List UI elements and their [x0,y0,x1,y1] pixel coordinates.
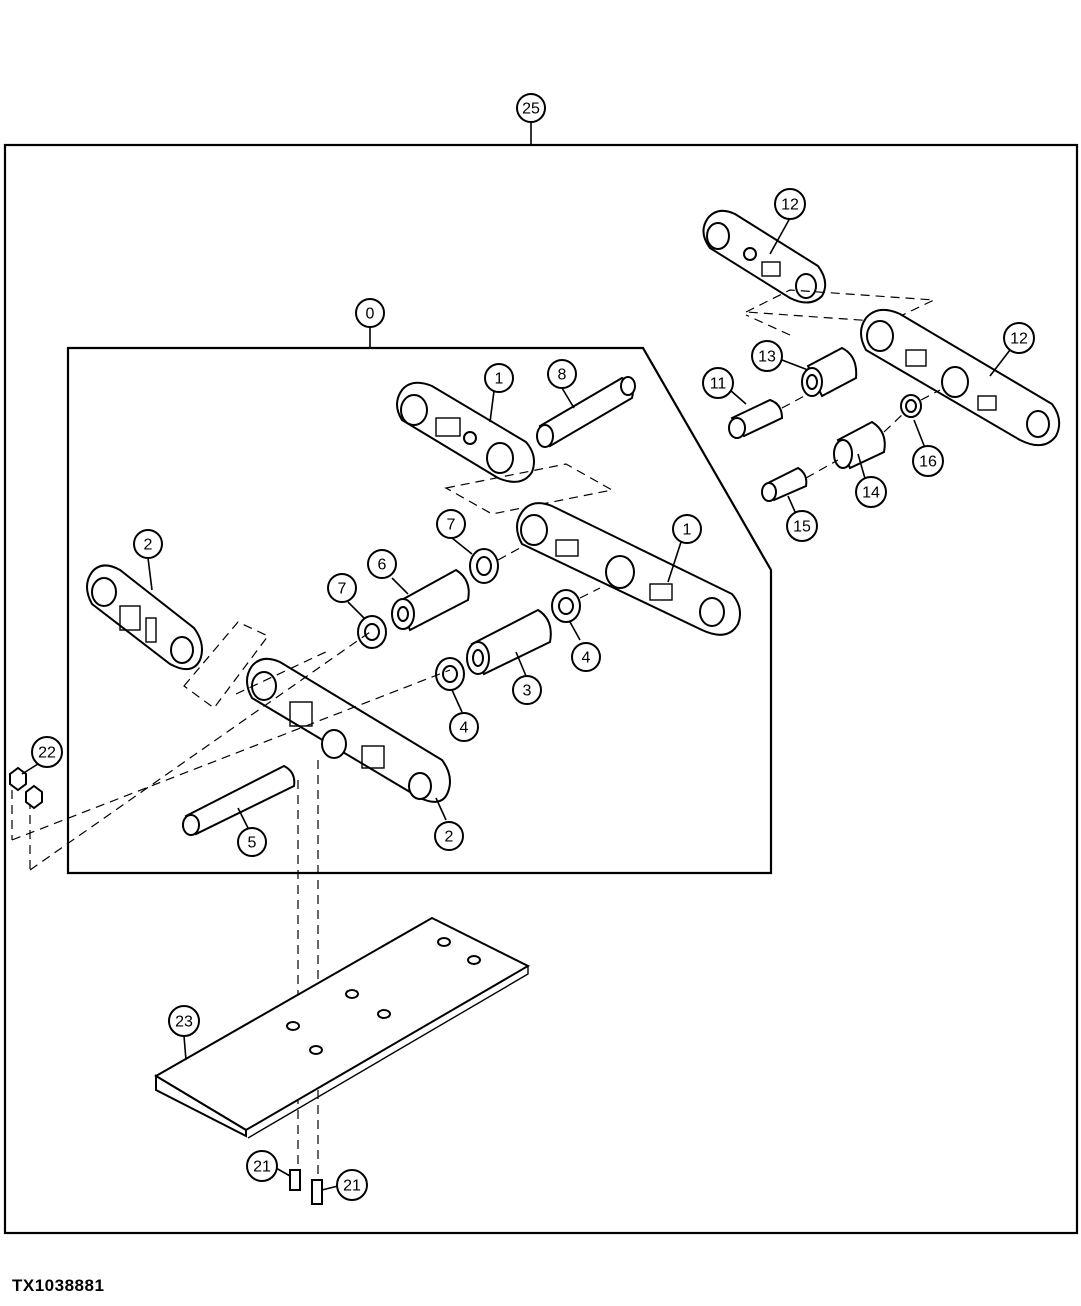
callout-7-left: 7 [327,573,357,603]
bolt-21 [289,1169,323,1205]
callout-4-right: 4 [571,642,601,672]
seal-7-left [357,615,387,649]
svg-text:7: 7 [447,517,456,534]
svg-text:5: 5 [248,835,257,852]
svg-text:7: 7 [338,581,347,598]
outer-assembly-frame [3,143,1079,1235]
svg-text:23: 23 [175,1014,193,1031]
callout-21-left: 21 [246,1150,278,1182]
track-link-2-left [86,564,203,671]
svg-text:13: 13 [758,349,776,366]
callout-7-right: 7 [436,509,466,539]
track-link-2-right [246,657,451,803]
callout-15: 15 [786,510,818,542]
svg-text:12: 12 [781,197,799,214]
svg-text:0: 0 [366,306,375,323]
callout-1-upper: 1 [484,363,514,393]
seal-4-left [435,657,465,691]
svg-text:21: 21 [343,1178,361,1195]
callout-0: 0 [355,298,385,328]
callout-16: 16 [912,445,944,477]
callout-25: 25 [516,93,546,123]
bushing-6 [391,568,470,632]
pin-8 [536,376,636,448]
svg-text:3: 3 [523,683,532,700]
pin-15 [761,466,808,502]
svg-text:12: 12 [1010,331,1028,348]
bushing-13 [801,346,858,398]
callout-2-right: 2 [434,821,464,851]
track-shoe-23 [154,916,531,1139]
svg-text:22: 22 [38,745,56,762]
figure-id: TX1038881 [12,1276,105,1295]
pin-5 [182,764,296,836]
callout-13: 13 [751,340,783,372]
callout-12-upper: 12 [774,188,806,220]
callout-4-left: 4 [449,712,479,742]
track-link-1-lower [516,502,741,636]
track-link-12-lower [860,308,1061,447]
callout-1-lower: 1 [672,514,702,544]
inner-assembly-frame [66,346,773,875]
svg-text:15: 15 [793,519,811,536]
pin-11 [728,398,784,439]
callout-6: 6 [367,549,397,579]
callout-22: 22 [31,736,63,768]
bushing-14 [833,420,886,470]
svg-text:11: 11 [710,376,727,393]
callout-2-left: 2 [133,529,163,559]
track-link-1-upper [396,381,535,483]
callout-21-right: 21 [336,1169,368,1201]
seal-7-right [469,548,499,584]
callout-12-lower: 12 [1003,322,1035,354]
callout-5: 5 [237,827,267,857]
svg-text:4: 4 [582,650,591,667]
svg-text:16: 16 [919,454,937,471]
seal-4-right [551,589,581,623]
svg-text:21: 21 [253,1159,271,1176]
svg-text:14: 14 [862,485,880,502]
svg-text:2: 2 [144,537,153,554]
svg-text:8: 8 [558,367,567,384]
callout-14: 14 [855,476,887,508]
svg-text:1: 1 [495,371,504,388]
nut-22 [9,766,43,810]
seal-16 [900,394,922,418]
callout-3: 3 [512,675,542,705]
svg-text:4: 4 [460,720,469,737]
callout-8: 8 [547,359,577,389]
svg-text:6: 6 [378,557,387,574]
track-link-12-upper [702,209,827,304]
svg-text:1: 1 [683,522,692,539]
svg-text:25: 25 [522,101,540,118]
bushing-3 [466,608,552,676]
callout-23: 23 [168,1005,200,1037]
callout-11: 11 [702,367,734,399]
svg-text:2: 2 [445,829,454,846]
